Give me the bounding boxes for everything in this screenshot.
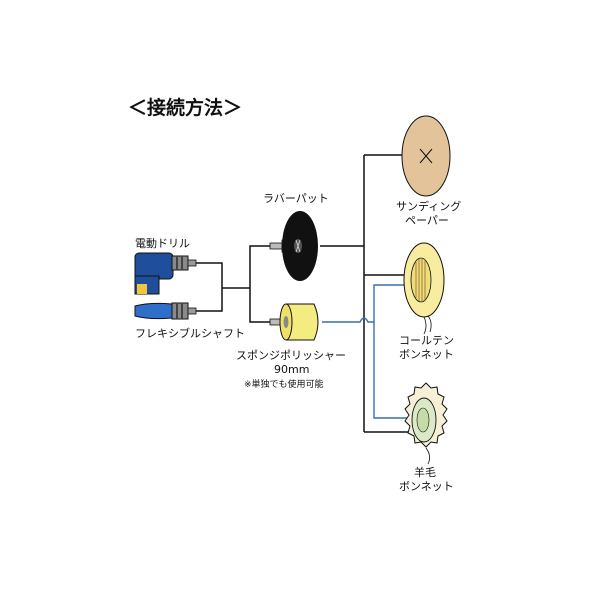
wool-bonnet-icon xyxy=(404,382,448,465)
wool-bonnet-label-line2: ボンネット xyxy=(399,480,454,493)
rubber-pad-label: ラバーパット xyxy=(263,192,329,205)
flexible-shaft-icon xyxy=(134,302,197,320)
wool-bonnet-label-line1: 羊毛 xyxy=(414,465,436,479)
sponge-blue-connector xyxy=(322,284,414,323)
rubber-pad-icon xyxy=(269,211,318,281)
sanding-paper-label-line2: ペーパー xyxy=(405,214,449,227)
cortex-bonnet-label-line1: コールテン xyxy=(399,334,454,347)
to-sponge-connector xyxy=(249,288,270,323)
sponge-to-wool-blue-connector xyxy=(373,322,410,419)
sponge-polisher-label-line2: 90mm xyxy=(274,363,309,376)
cortex-bonnet-label-line2: ボンネット xyxy=(399,348,454,361)
sanding-paper-label-line1: サンディング xyxy=(396,199,461,213)
connector-lines xyxy=(195,154,420,433)
to-rubber-pad-connector xyxy=(249,245,270,288)
flexible-shaft-label: フレキシブルシャフト xyxy=(135,326,245,340)
electric-drill-icon xyxy=(134,252,197,295)
cortex-bonnet-icon xyxy=(403,242,445,335)
sanding-paper-icon xyxy=(401,115,451,197)
diagram-title: ＜接続方法＞ xyxy=(128,96,242,119)
blue-connector-lines xyxy=(322,284,414,419)
electric-drill-label: 電動ドリル xyxy=(135,236,190,250)
shaft-connector xyxy=(195,288,223,312)
sponge-polisher-label-line1: スポンジポリッシャー xyxy=(236,349,346,362)
sponge-polisher-icon xyxy=(269,303,319,341)
drill-connector xyxy=(195,262,223,288)
sponge-polisher-note: ※単独でも使用可能 xyxy=(244,378,324,390)
